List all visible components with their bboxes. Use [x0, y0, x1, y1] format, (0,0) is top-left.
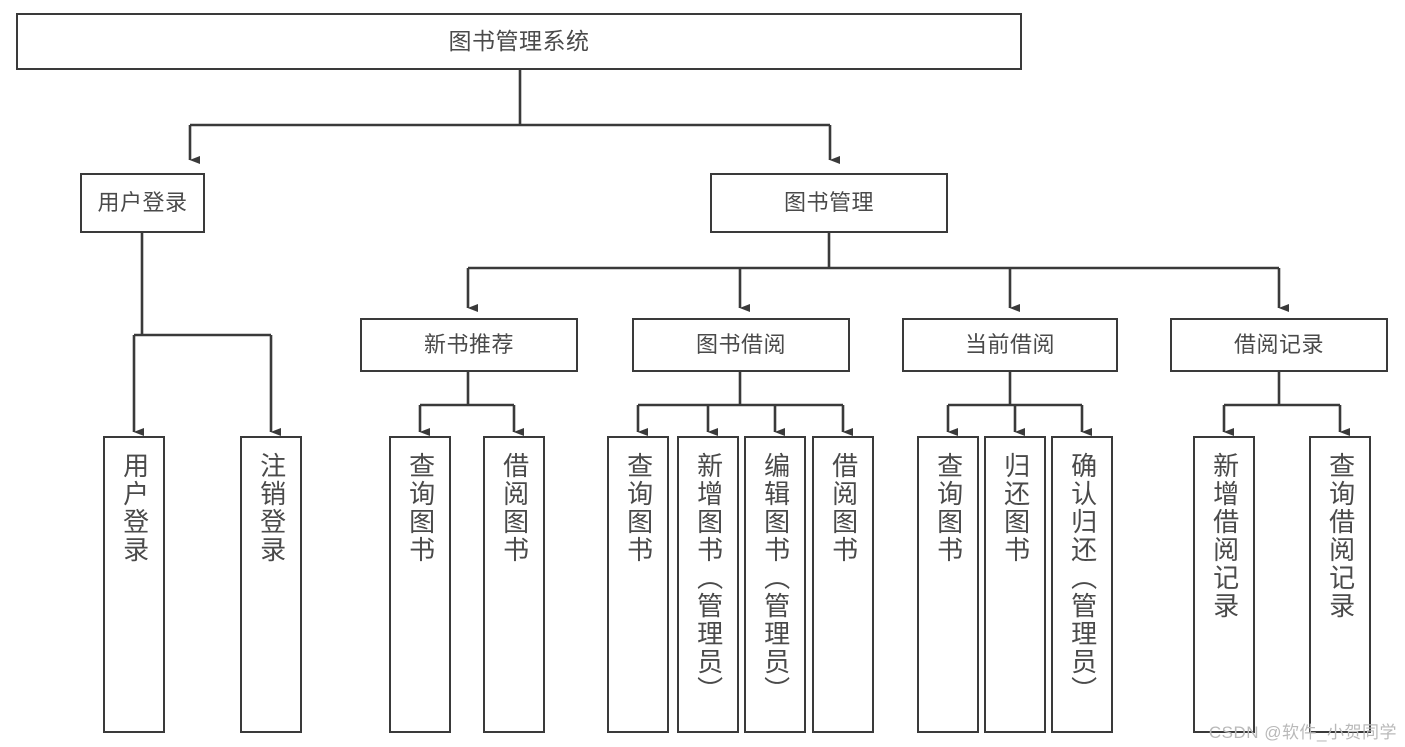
node-label: 查询借阅记录: [1325, 452, 1356, 620]
leaf-query-book-current[interactable]: 查询图书: [917, 436, 979, 733]
node-label: 查询图书: [623, 452, 654, 564]
node-label: 用户登录: [119, 452, 150, 564]
leaf-query-book-recommend[interactable]: 查询图书: [389, 436, 451, 733]
node-label: 借阅图书: [828, 452, 859, 564]
leaf-confirm-return-admin[interactable]: 确认归还（管理员）: [1051, 436, 1113, 733]
node-label: 注销登录: [256, 452, 287, 564]
leaf-borrow-book-borrow[interactable]: 借阅图书: [812, 436, 874, 733]
leaf-borrow-book-recommend[interactable]: 借阅图书: [483, 436, 545, 733]
node-label: 图书借阅: [695, 331, 786, 357]
node-label: 图书管理系统: [448, 27, 590, 54]
node-current-borrow[interactable]: 当前借阅: [902, 318, 1118, 372]
node-label: 归还图书: [1000, 452, 1031, 564]
watermark: CSDN @软件_小贺同学: [1208, 723, 1397, 742]
leaf-query-book-borrow[interactable]: 查询图书: [607, 436, 669, 733]
node-user-login[interactable]: 用户登录: [80, 173, 205, 233]
node-label: 新书推荐: [423, 331, 514, 357]
leaf-user-logout[interactable]: 注销登录: [240, 436, 302, 733]
node-book-management[interactable]: 图书管理: [710, 173, 948, 233]
leaf-query-borrow-record[interactable]: 查询借阅记录: [1309, 436, 1371, 733]
leaf-return-book[interactable]: 归还图书: [984, 436, 1046, 733]
node-label: 借阅图书: [499, 452, 530, 564]
node-label: 编辑图书（管理员）: [760, 452, 791, 704]
node-label: 新增借阅记录: [1209, 452, 1240, 620]
node-label: 新增图书（管理员）: [693, 452, 724, 704]
node-label: 确认归还（管理员）: [1067, 452, 1098, 704]
node-label: 查询图书: [405, 452, 436, 564]
node-label: 当前借阅: [964, 331, 1055, 357]
node-book-borrow[interactable]: 图书借阅: [632, 318, 850, 372]
leaf-edit-book-admin[interactable]: 编辑图书（管理员）: [744, 436, 806, 733]
node-borrow-record[interactable]: 借阅记录: [1170, 318, 1388, 372]
leaf-add-borrow-record[interactable]: 新增借阅记录: [1193, 436, 1255, 733]
node-label: 查询图书: [933, 452, 964, 564]
node-label: 用户登录: [97, 189, 188, 215]
leaf-user-login[interactable]: 用户登录: [103, 436, 165, 733]
leaf-add-book-admin[interactable]: 新增图书（管理员）: [677, 436, 739, 733]
node-label: 图书管理: [783, 189, 874, 215]
node-label: 借阅记录: [1233, 331, 1324, 357]
node-root-book-management-system[interactable]: 图书管理系统: [16, 13, 1022, 70]
node-new-book-recommend[interactable]: 新书推荐: [360, 318, 578, 372]
